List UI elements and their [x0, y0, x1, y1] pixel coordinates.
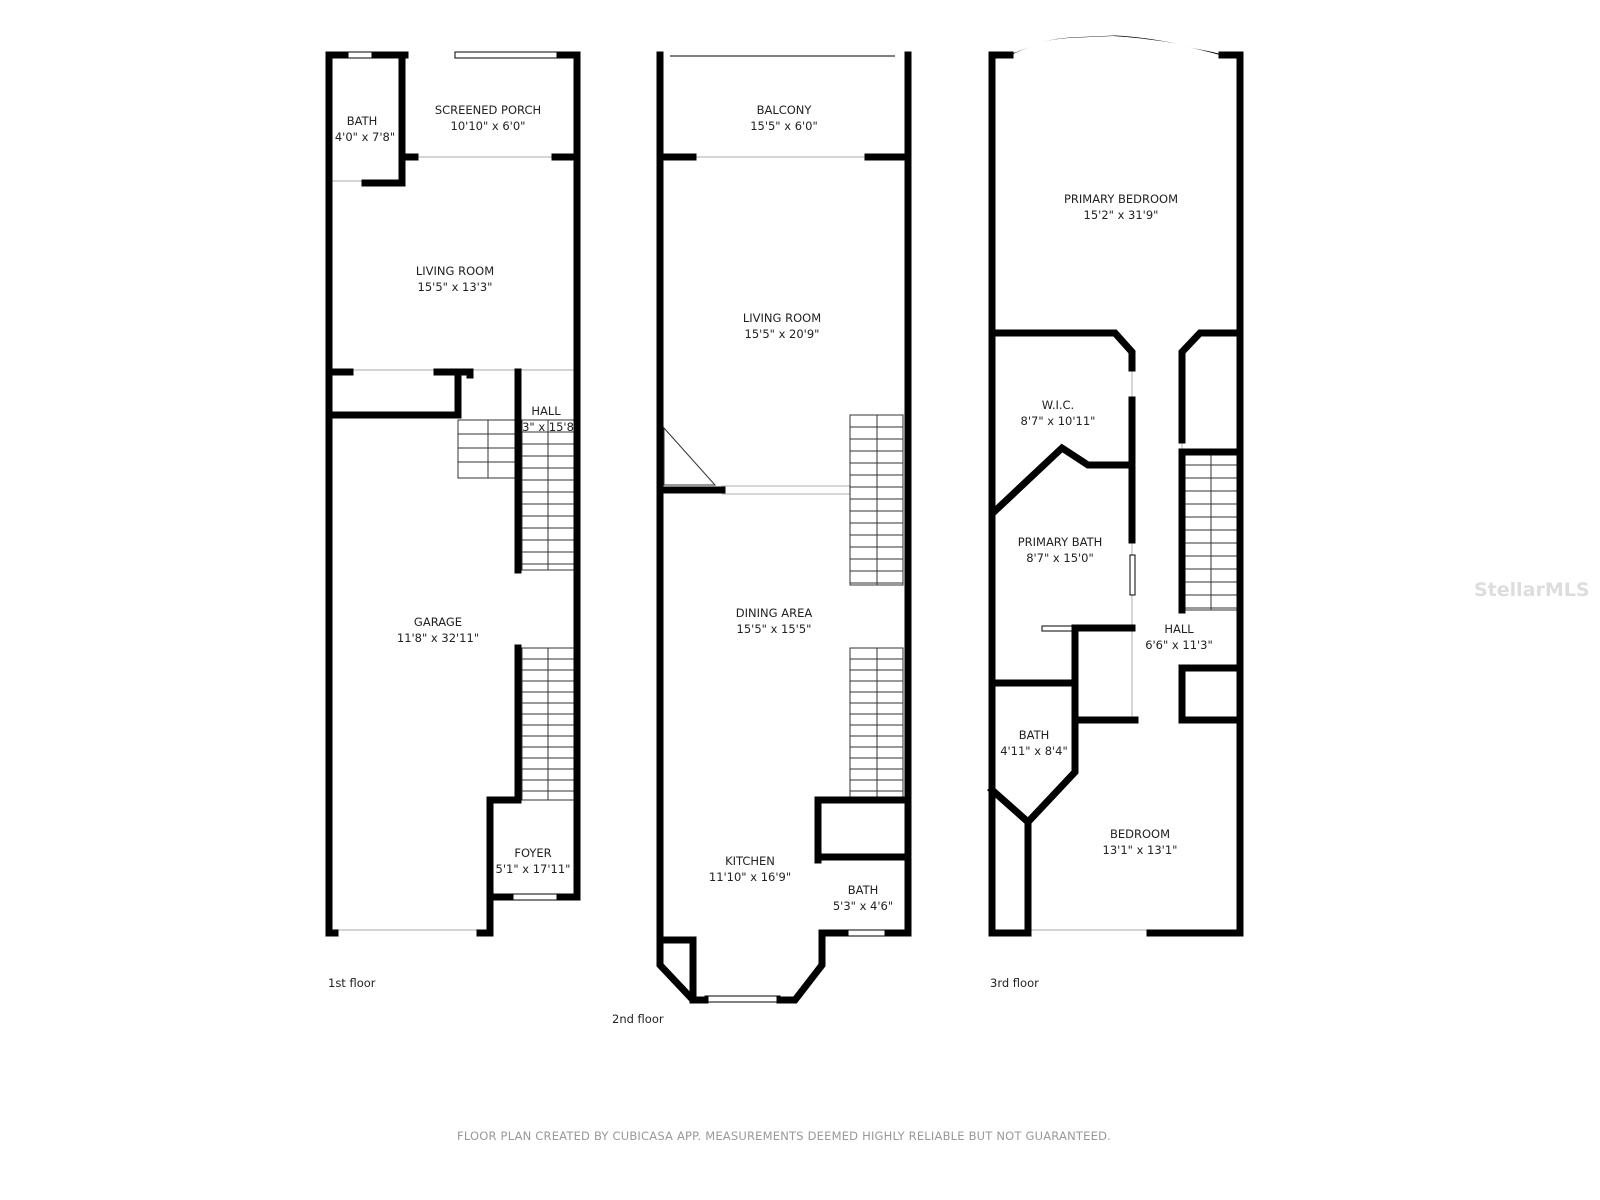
floor-label: 2nd floor	[612, 1012, 664, 1026]
room-name: BATH	[1019, 728, 1050, 742]
room-name: PRIMARY BATH	[1018, 535, 1103, 549]
stairs	[457, 419, 575, 801]
second-floor-plan	[656, 51, 912, 1004]
room-size: 6'6" x 11'3"	[1145, 638, 1213, 652]
room-size: 15'2" x 31'9"	[1084, 208, 1159, 222]
room-size: 3" x 15'8	[522, 420, 574, 434]
room-size: 11'8" x 32'11"	[397, 631, 479, 645]
stair-treads	[1185, 464, 1237, 609]
room-size: 15'5" x 6'0"	[750, 119, 818, 133]
room-name: BALCONY	[757, 103, 813, 117]
floor-label: 3rd floor	[990, 976, 1039, 990]
room-name: BATH	[347, 114, 378, 128]
watermark: StellarMLS	[1474, 579, 1590, 601]
room-name: DINING AREA	[736, 606, 813, 620]
window	[844, 929, 889, 937]
room-name: SCREENED PORCH	[435, 103, 541, 117]
room-size: 5'3" x 4'6"	[833, 899, 893, 913]
room-size: 5'1" x 17'11"	[496, 862, 571, 876]
room-name: HALL	[531, 404, 561, 418]
room-size: 15'5" x 20'9"	[745, 327, 820, 341]
floor-label: 1st floor	[328, 976, 376, 990]
room-name: HALL	[1164, 622, 1194, 636]
room-size: 15'5" x 15'5"	[737, 622, 812, 636]
third-floor-plan	[987, 35, 1244, 937]
room-name: KITCHEN	[725, 854, 775, 868]
room-size: 8'7" x 15'0"	[1026, 551, 1094, 565]
room-name: BATH	[848, 883, 879, 897]
room-name: LIVING ROOM	[416, 264, 494, 278]
first-floor-plan	[325, 51, 581, 937]
room-labels: BATH 4'0" x 7'8" SCREENED PORCH 10'10" x…	[335, 103, 1213, 913]
room-size: 11'10" x 16'9"	[709, 870, 791, 884]
room-size: 4'0" x 7'8"	[335, 130, 395, 144]
room-name: LIVING ROOM	[743, 311, 821, 325]
footer-disclaimer: FLOOR PLAN CREATED BY CUBICASA APP. MEAS…	[457, 1129, 1111, 1143]
room-name: BEDROOM	[1110, 827, 1170, 841]
room-name: PRIMARY BEDROOM	[1064, 192, 1178, 206]
stair-treads	[850, 426, 903, 792]
room-name: W.I.C.	[1042, 398, 1074, 412]
room-size: 10'10" x 6'0"	[451, 119, 526, 133]
stair-treads	[522, 431, 574, 792]
window	[704, 995, 781, 1003]
room-size: 8'7" x 10'11"	[1021, 414, 1096, 428]
window	[509, 893, 561, 901]
window	[454, 51, 561, 59]
room-name: GARAGE	[414, 615, 462, 629]
room-size: 13'1" x 13'1"	[1103, 843, 1178, 857]
room-name: FOYER	[514, 846, 551, 860]
room-size: 15'5" x 13'3"	[418, 280, 493, 294]
window	[344, 51, 376, 59]
room-size: 4'11" x 8'4"	[1000, 744, 1068, 758]
